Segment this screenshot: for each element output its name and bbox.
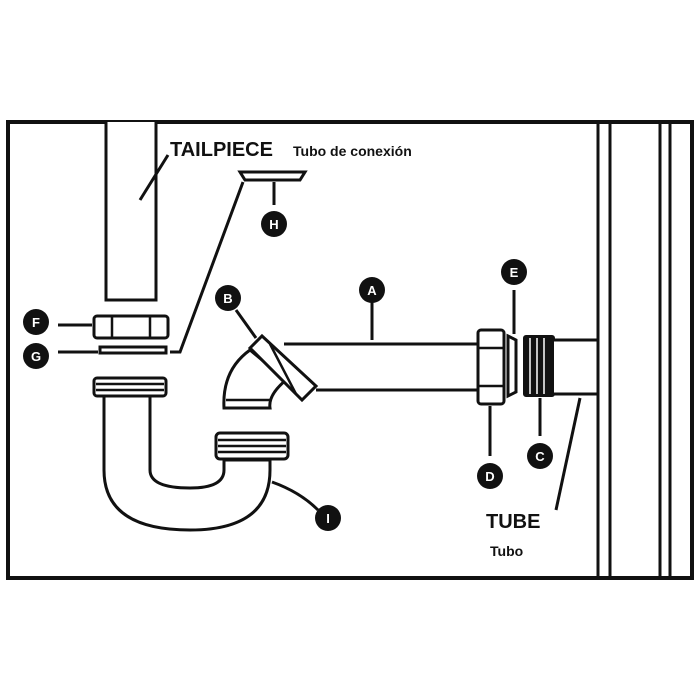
- washer-g: [98, 345, 168, 355]
- svg-text:I: I: [326, 511, 330, 526]
- svg-text:C: C: [535, 449, 545, 464]
- callout-c: C: [527, 443, 553, 469]
- callout-b: B: [215, 285, 241, 311]
- tube-label: TUBE: [486, 511, 540, 533]
- tailpiece-label: TAILPIECE: [170, 139, 273, 161]
- waste-arm-a: [284, 342, 478, 392]
- tailpiece-leader: [138, 154, 170, 201]
- tailpiece-spanish-label: Tubo de conexión: [293, 143, 412, 159]
- svg-text:A: A: [367, 283, 377, 298]
- i-leader: [271, 480, 320, 512]
- callout-d: D: [477, 463, 503, 489]
- tube-spanish-label: Tubo: [490, 543, 523, 559]
- p-trap-i: [92, 376, 290, 532]
- svg-text:B: B: [223, 291, 232, 306]
- svg-text:F: F: [32, 315, 40, 330]
- washer-e: [506, 333, 518, 399]
- tube-leader: [554, 397, 582, 511]
- b-leader: [234, 309, 258, 339]
- wall-tube: [554, 338, 600, 396]
- svg-text:D: D: [485, 469, 494, 484]
- callout-a: A: [359, 277, 385, 303]
- svg-text:G: G: [31, 349, 41, 364]
- washer-h: [237, 170, 308, 182]
- callout-f: F: [23, 309, 49, 335]
- h-to-g-leader: [170, 181, 245, 354]
- callout-g: G: [23, 343, 49, 369]
- callout-i: I: [315, 505, 341, 531]
- callout-h: H: [261, 211, 287, 237]
- elbow-b: [222, 333, 319, 410]
- slip-nut-f: [92, 314, 170, 340]
- callout-e: E: [501, 259, 527, 285]
- tailpiece-pipe: [104, 122, 158, 302]
- slip-nut-d: [476, 328, 506, 406]
- svg-text:E: E: [510, 265, 519, 280]
- adapter-c: [523, 335, 555, 397]
- svg-text:H: H: [269, 217, 278, 232]
